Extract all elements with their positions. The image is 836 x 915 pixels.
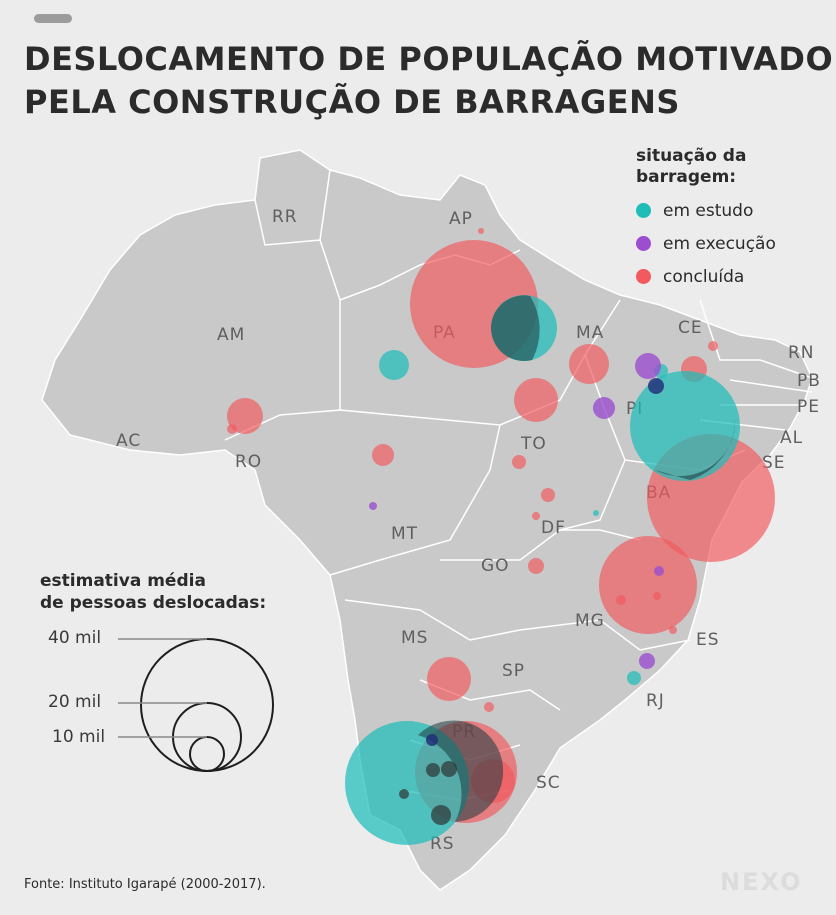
dam-marker — [478, 228, 484, 234]
title-line-2: PELA CONSTRUÇÃO DE BARRAGENS — [24, 83, 680, 121]
state-label-es: ES — [696, 630, 720, 650]
size-legend-circles — [140, 638, 274, 772]
state-label-ms: MS — [401, 628, 428, 648]
dam-marker — [427, 657, 471, 701]
state-label-sc: SC — [536, 773, 561, 793]
dam-marker — [669, 626, 677, 634]
dam-marker — [369, 502, 377, 510]
dam-marker — [593, 510, 599, 516]
dam-marker — [528, 558, 544, 574]
legend-title: situação da barragem: — [636, 146, 826, 188]
dam-marker — [227, 424, 237, 434]
title-line-1: DESLOCAMENTO DE POPULAÇÃO MOTIVADO — [24, 40, 834, 78]
dam-marker — [379, 350, 409, 380]
state-label-rr: RR — [272, 207, 298, 227]
dam-marker — [372, 444, 394, 466]
dam-marker — [532, 512, 540, 520]
purple-dot-icon — [636, 236, 651, 251]
dam-marker — [639, 653, 655, 669]
legend-label: em execução — [663, 233, 776, 254]
state-label-mt: MT — [391, 524, 418, 544]
dark-markers-2 — [399, 761, 457, 825]
dam-marker — [635, 353, 661, 379]
dam-marker — [227, 398, 263, 434]
overlap-shading — [418, 295, 736, 822]
legend-item-em-execucao: em execução — [636, 227, 826, 260]
header-bar — [34, 14, 72, 23]
dams-em-execucao — [369, 353, 664, 669]
brazil-outline — [41, 149, 813, 891]
size-circle-40mil — [140, 638, 274, 772]
legend-label: em estudo — [663, 200, 754, 221]
page-title: DESLOCAMENTO DE POPULAÇÃO MOTIVADO PELA … — [24, 38, 833, 124]
state-label-am: AM — [217, 325, 245, 345]
dam-marker — [708, 341, 718, 351]
legend-title-line-1: situação da — [636, 146, 747, 166]
size-legend-title: estimativa média de pessoas deslocadas: — [40, 570, 266, 614]
state-label-pe: PE — [797, 397, 820, 417]
state-label-df: DF — [541, 518, 566, 538]
dam-marker — [431, 805, 451, 825]
overlap-marker — [418, 720, 504, 822]
state-label-to: TO — [520, 434, 547, 454]
state-label-sp: SP — [502, 661, 525, 681]
size-label-40mil: 40 mil — [48, 628, 102, 648]
state-label-rs: RS — [430, 834, 455, 854]
state-label-ro: RO — [235, 452, 262, 472]
dam-marker — [616, 595, 626, 605]
dam-marker — [541, 488, 555, 502]
size-label-10mil: 10 mil — [52, 727, 106, 747]
dam-marker — [399, 789, 409, 799]
legend-item-concluida: concluída — [636, 260, 826, 293]
state-label-ce: CE — [678, 318, 703, 338]
state-label-ac: AC — [116, 431, 141, 451]
red-dot-icon — [636, 269, 651, 284]
teal-dot-icon — [636, 203, 651, 218]
dam-marker — [653, 592, 661, 600]
dam-marker — [514, 378, 558, 422]
size-label-20mil: 20 mil — [48, 692, 102, 712]
size-legend-title-line-2: de pessoas deslocadas: — [40, 593, 267, 613]
dam-marker — [654, 566, 664, 576]
dam-marker — [426, 763, 440, 777]
source-note: Fonte: Instituto Igarapé (2000-2017). — [24, 877, 266, 892]
overlap-marker — [491, 295, 540, 361]
state-label-ma: MA — [576, 323, 604, 343]
size-legend-title-line-1: estimativa média — [40, 571, 206, 591]
dam-marker — [569, 344, 609, 384]
state-label-se: SE — [762, 453, 786, 473]
size-legend-leaders — [118, 638, 207, 738]
dam-marker — [484, 702, 494, 712]
dam-marker — [512, 455, 526, 469]
state-label-mg: MG — [575, 611, 605, 631]
legend-title-line-2: barragem: — [636, 167, 737, 187]
dam-marker — [426, 734, 438, 746]
state-label-pb: PB — [797, 371, 821, 391]
dam-marker — [441, 761, 457, 777]
legend-item-em-estudo: em estudo — [636, 194, 826, 227]
status-legend: situação da barragem: em estudo em execu… — [636, 146, 826, 293]
dam-marker — [627, 671, 641, 685]
legend-label: concluída — [663, 266, 745, 287]
brand-logo: NEXO — [720, 868, 803, 896]
state-label-rn: RN — [788, 343, 815, 363]
dam-marker — [648, 378, 664, 394]
state-label-ap: AP — [449, 209, 473, 229]
dam-marker — [630, 371, 740, 481]
size-circle-10mil — [189, 736, 225, 772]
overlap-marker — [655, 420, 736, 480]
state-label-rj: RJ — [646, 691, 665, 711]
state-label-go: GO — [481, 556, 510, 576]
dam-marker — [593, 397, 615, 419]
state-label-al: AL — [780, 428, 803, 448]
dark-markers — [426, 378, 664, 746]
dam-marker — [599, 536, 697, 634]
